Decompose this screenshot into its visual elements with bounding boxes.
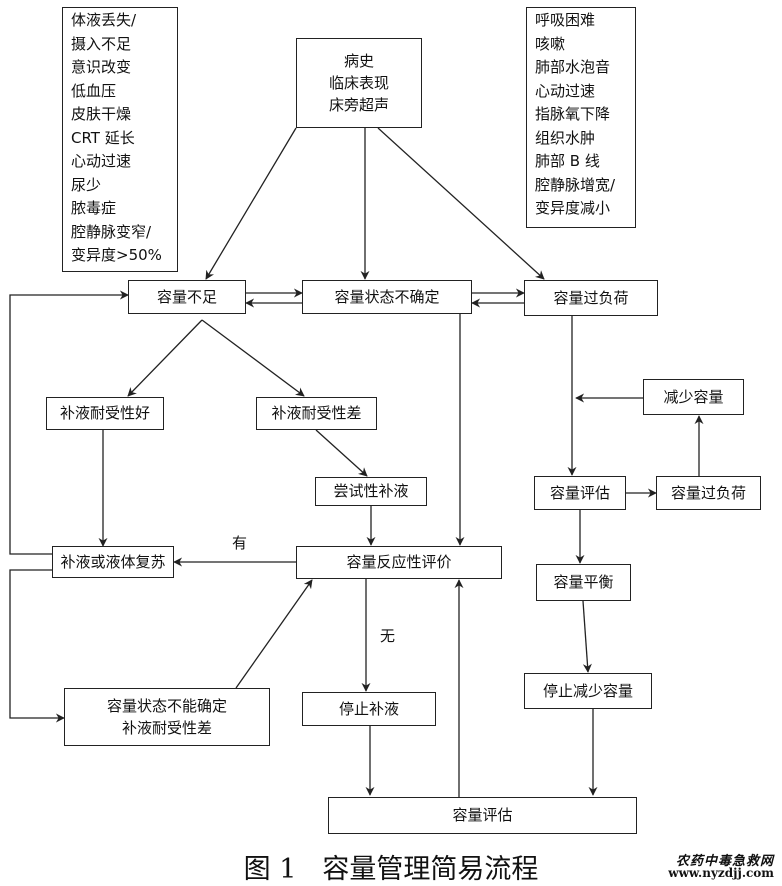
- left-symptom: 体液丢失/: [71, 11, 137, 29]
- figure-title: 容量管理简易流程: [322, 854, 539, 885]
- left-symptom: 脓毒症: [71, 199, 117, 217]
- figure-caption: 图 1 容量管理简易流程: [0, 847, 782, 886]
- right-symptom: 肺部水泡音: [535, 58, 611, 76]
- left-symptom: 尿少: [71, 175, 102, 194]
- left-symptom: 变异度>50%: [71, 246, 162, 264]
- node-overload-right: 容量过负荷: [656, 476, 761, 510]
- right-symptom: 心动过速: [535, 81, 596, 100]
- left-symptom: 皮肤干燥: [71, 105, 132, 123]
- node-uncertain-poor-line: 容量状态不能确定: [106, 697, 227, 715]
- left-symptom: 腔静脉变窄/: [71, 222, 152, 241]
- node-stop-fluid: 停止补液: [302, 692, 436, 726]
- node-overload: 容量过负荷: [524, 280, 658, 316]
- left-symptom: 心动过速: [71, 152, 132, 170]
- left-symptom: 低血压: [71, 81, 117, 100]
- node-tolerance-good: 补液耐受性好: [46, 397, 164, 430]
- node-stop-reduce: 停止减少容量: [524, 673, 652, 709]
- node-responsiveness: 容量反应性评价: [296, 546, 502, 579]
- node-trial-fluid: 尝试性补液: [315, 477, 427, 506]
- left-symptom: 摄入不足: [71, 34, 132, 53]
- right-symptom: 呼吸困难: [535, 11, 596, 29]
- node-uncertain-poor: 容量状态不能确定 补液耐受性差: [64, 688, 270, 746]
- right-symptom: 指脉氧下降: [535, 105, 611, 123]
- right-symptom: 肺部 B 线: [535, 152, 600, 170]
- node-uncertain: 容量状态不确定: [302, 280, 472, 314]
- edge-label-no: 无: [380, 627, 396, 645]
- right-symptom: 变异度减小: [535, 199, 611, 217]
- node-assessment-bottom: 容量评估: [328, 797, 637, 834]
- history-line: 床旁超声: [328, 96, 389, 114]
- node-insufficient: 容量不足: [128, 280, 246, 314]
- history-box: 病史 临床表现 床旁超声: [296, 38, 422, 128]
- watermark-line1: 农药中毒急救网: [675, 854, 774, 869]
- history-line: 临床表现: [328, 74, 389, 92]
- node-resuscitation: 补液或液体复苏: [52, 546, 174, 578]
- right-symptoms-box: 呼吸困难 咳嗽 肺部水泡音 心动过速 指脉氧下降 组织水肿 肺部 B 线 腔静脉…: [526, 7, 636, 228]
- node-assessment-right: 容量评估: [534, 476, 626, 510]
- node-uncertain-poor-line: 补液耐受性差: [121, 719, 212, 737]
- edge-label-yes: 有: [232, 534, 248, 552]
- node-tolerance-poor: 补液耐受性差: [256, 397, 377, 430]
- figure-number: 图 1: [243, 854, 297, 885]
- right-symptom: 腔静脉增宽/: [535, 175, 616, 194]
- node-balance: 容量平衡: [536, 564, 631, 601]
- left-symptom: 意识改变: [71, 58, 132, 76]
- right-symptom: 组织水肿: [535, 128, 596, 147]
- left-symptom: CRT 延长: [71, 128, 135, 147]
- right-symptom: 咳嗽: [535, 34, 566, 53]
- node-reduce-volume: 减少容量: [643, 379, 744, 415]
- history-line: 病史: [343, 52, 374, 70]
- left-symptoms-box: 体液丢失/ 摄入不足 意识改变 低血压 皮肤干燥 CRT 延长 心动过速 尿少 …: [62, 7, 178, 272]
- watermark-line2: www.nyzdjj.com: [668, 866, 774, 880]
